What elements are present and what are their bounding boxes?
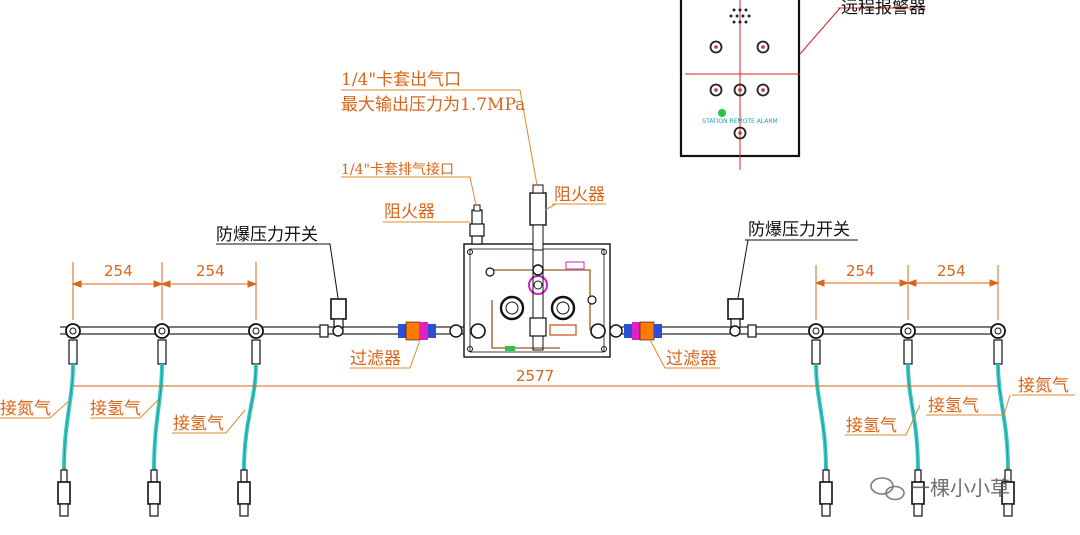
flame-arrestor-right-assembly bbox=[529, 184, 547, 251]
dim-right-1: 254 bbox=[846, 262, 875, 280]
dim-left-2: 254 bbox=[196, 262, 225, 280]
alarm-panel-text: STATION REMOTE ALARM bbox=[702, 118, 777, 125]
wechat-icon bbox=[870, 477, 905, 501]
branch-drop bbox=[237, 323, 264, 517]
alarm-logo-icon bbox=[718, 109, 726, 117]
center-gauge-icon bbox=[528, 275, 548, 295]
branch-drop bbox=[808, 323, 833, 517]
filter-right bbox=[609, 321, 662, 341]
pressure-switch-right bbox=[727, 298, 757, 338]
flame-arrestor-left-label: 阻火器 bbox=[384, 202, 435, 222]
flame-arrestor-right-label: 阻火器 bbox=[554, 185, 605, 205]
watermark-text: 一棵小小草 bbox=[910, 476, 1010, 500]
switch-leaders bbox=[216, 239, 858, 299]
connect-h2-l2-label: 接氢气 bbox=[90, 399, 141, 419]
outlet-label-line1: 1/4"卡套出气口 bbox=[341, 70, 461, 90]
speaker-dots-icon bbox=[729, 8, 751, 24]
flame-arrestor-left-assembly bbox=[469, 204, 485, 245]
pressure-switch-left-label: 防爆压力开关 bbox=[216, 225, 318, 245]
alarm-lamps bbox=[709, 40, 770, 140]
branch-drop bbox=[900, 323, 925, 517]
remote-alarm-box: STATION REMOTE ALARM 远程报警器 bbox=[679, 0, 926, 170]
filter-left bbox=[398, 321, 463, 341]
dimensions bbox=[71, 262, 1000, 387]
leader-lines bbox=[0, 89, 1075, 436]
connect-h2-r2-label: 接氢气 bbox=[928, 396, 979, 416]
connect-h2-r1-label: 接氢气 bbox=[846, 416, 897, 436]
filter-right-label: 过滤器 bbox=[666, 349, 717, 369]
alarm-leader bbox=[799, 7, 841, 55]
outlet-label-line2: 最大输出压力为1.7MPa bbox=[341, 95, 525, 115]
branch-drop bbox=[990, 323, 1015, 517]
connect-n2-left-label: 接氮气 bbox=[0, 399, 51, 419]
connect-h2-l3-label: 接氢气 bbox=[173, 414, 224, 434]
dim-right-2: 254 bbox=[937, 262, 966, 280]
pressure-gauge-left-icon bbox=[499, 295, 525, 321]
total-dimension: 2577 bbox=[516, 367, 554, 385]
vent-port-label: 1/4"卡套排气接口 bbox=[341, 161, 454, 178]
pressure-gauge-right-icon bbox=[550, 295, 576, 321]
watermark: 一棵小小草 bbox=[870, 476, 1010, 501]
dim-left-1: 254 bbox=[104, 262, 133, 280]
branch-connections bbox=[57, 323, 1015, 517]
branch-drop bbox=[147, 323, 170, 517]
control-panel bbox=[463, 243, 611, 358]
regulator-handle bbox=[549, 324, 577, 336]
remote-alarm-label: 远程报警器 bbox=[841, 0, 926, 18]
branch-drop bbox=[57, 323, 81, 517]
filter-left-label: 过滤器 bbox=[350, 349, 401, 369]
connect-n2-right-label: 接氮气 bbox=[1018, 376, 1069, 396]
text-labels: 1/4"卡套出气口 最大输出压力为1.7MPa 1/4"卡套排气接口 阻火器 阻… bbox=[0, 70, 1069, 436]
pressure-switch-right-label: 防爆压力开关 bbox=[748, 220, 850, 240]
pressure-switch-left bbox=[319, 298, 347, 338]
